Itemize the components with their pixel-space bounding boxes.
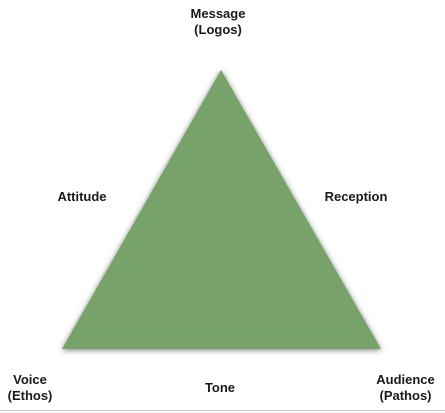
side-label-tone: Tone bbox=[204, 380, 236, 395]
vertex-label-voice-line1: Voice bbox=[13, 372, 47, 387]
vertex-label-voice: Voice (Ethos) bbox=[0, 372, 60, 404]
vertex-label-audience-line1: Audience bbox=[376, 372, 435, 387]
side-label-reception: Reception bbox=[324, 189, 388, 204]
vertex-label-voice-line2: (Ethos) bbox=[7, 388, 53, 403]
triangle-shape bbox=[62, 70, 381, 349]
vertex-label-message: Message (Logos) bbox=[168, 6, 268, 38]
vertex-label-audience: Audience (Pathos) bbox=[368, 372, 443, 404]
bottom-divider bbox=[0, 410, 445, 411]
vertex-label-message-line2: (Logos) bbox=[194, 22, 242, 37]
vertex-label-audience-line2: (Pathos) bbox=[379, 388, 432, 403]
vertex-label-message-line1: Message bbox=[190, 6, 246, 21]
side-label-attitude: Attitude bbox=[57, 189, 107, 204]
